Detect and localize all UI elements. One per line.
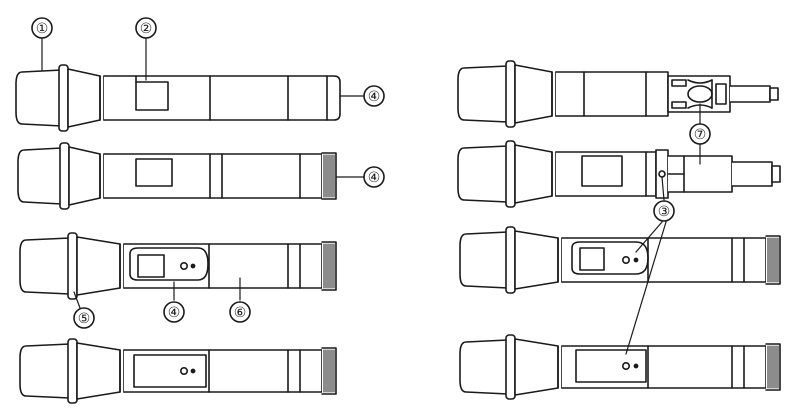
svg-text:②: ②	[140, 21, 153, 37]
microphone-4	[19, 338, 337, 404]
svg-text:④: ④	[368, 89, 381, 105]
callout-5: ⑤	[73, 307, 95, 329]
svg-text:⑥: ⑥	[234, 305, 247, 321]
svg-text:①: ①	[36, 21, 49, 37]
callout-6: ④	[163, 301, 185, 323]
microphone-2	[17, 142, 337, 210]
microphone-5	[457, 60, 779, 128]
microphone-6	[457, 140, 781, 208]
svg-text:⑦: ⑦	[694, 127, 707, 143]
microphone-1	[15, 64, 341, 132]
callout-3: ④	[363, 85, 385, 107]
callout-1: ①	[31, 17, 53, 39]
svg-text:⑤: ⑤	[78, 311, 91, 327]
callout-8: ⑦	[689, 123, 711, 145]
callout-2: ②	[135, 17, 157, 39]
callout-4: ④	[363, 166, 385, 188]
microphone-7	[459, 226, 781, 294]
microphone-8	[459, 334, 781, 400]
microphone-3	[19, 232, 337, 300]
svg-text:③: ③	[658, 204, 671, 220]
leader-lines	[41, 37, 701, 355]
svg-text:④: ④	[168, 305, 181, 321]
callout-7: ⑥	[229, 301, 251, 323]
svg-text:④: ④	[368, 170, 381, 186]
callout-9: ③	[653, 200, 675, 222]
